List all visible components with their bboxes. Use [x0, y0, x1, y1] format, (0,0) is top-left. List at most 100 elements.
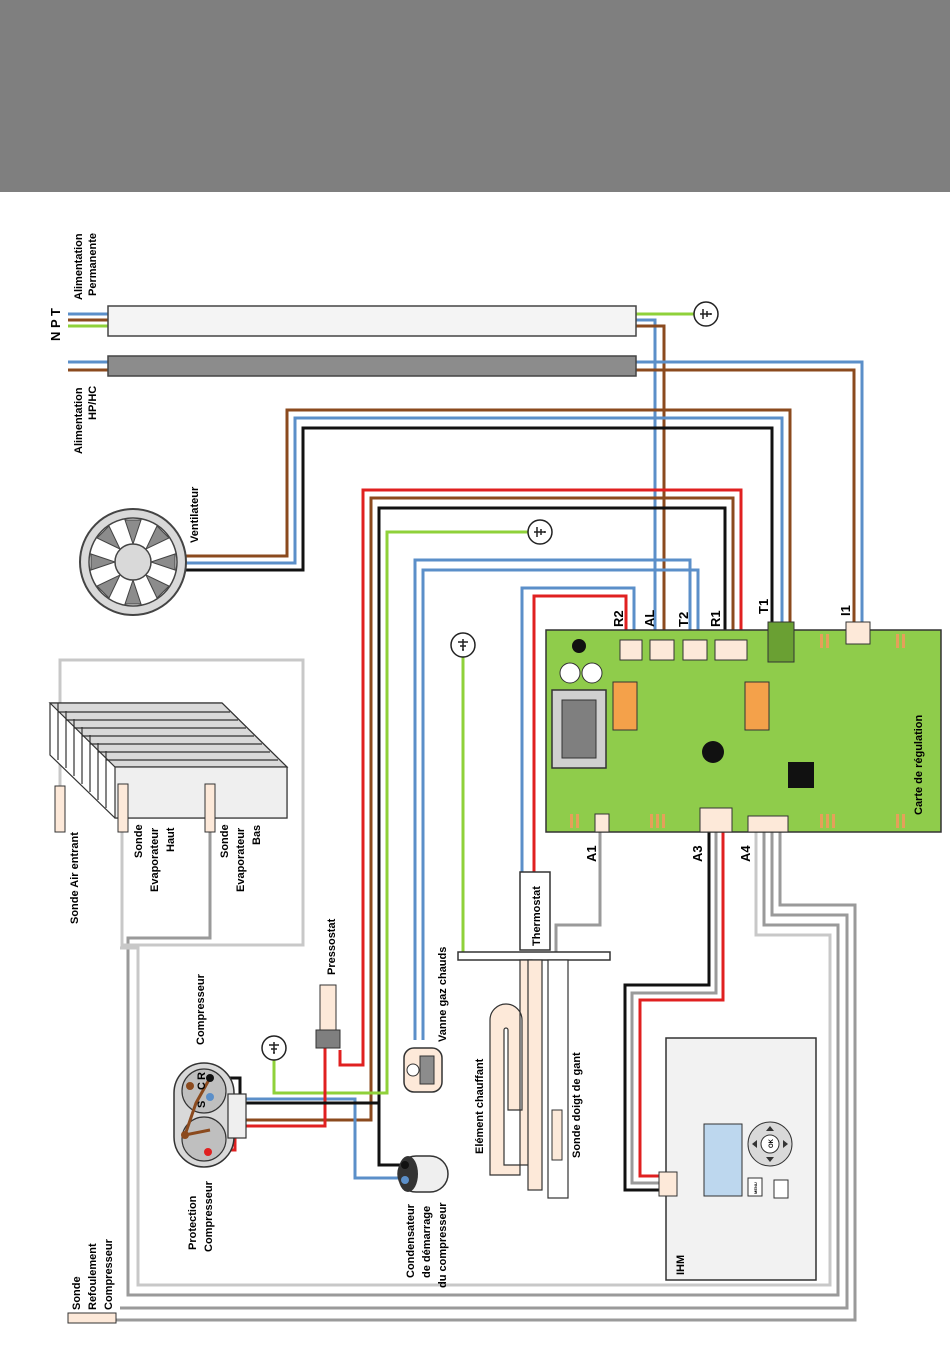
connector-r1: [714, 639, 748, 661]
pressostat-icon: [315, 984, 341, 1049]
thermostat-label: Thermostat: [531, 886, 543, 946]
element-label: Elément chauffant: [474, 1058, 486, 1154]
evap-bot-label-2: Evaporateur: [235, 827, 247, 892]
heating-element-icon: [489, 959, 543, 1191]
connector-r2: [619, 639, 643, 661]
npt-label: N P T: [48, 308, 63, 341]
discharge-label-3: Compresseur: [103, 1238, 115, 1310]
hmi-panel: [658, 1037, 817, 1281]
r1-red-wire: [338, 488, 743, 1067]
hmi-label: IHM: [675, 1255, 687, 1275]
alim-perm-label-2: Permanente: [87, 233, 99, 296]
menu-label: MENU: [753, 1182, 758, 1194]
pressostat-label: Pressostat: [326, 918, 338, 975]
r1-black-wire: [377, 506, 727, 1167]
i1-neutral-wire: [636, 360, 864, 622]
connector-a1: [594, 813, 610, 833]
fan-label: Ventilateur: [189, 486, 201, 543]
capacitor-neutral-wire: [210, 1097, 405, 1180]
evap-bot-label-1: Sonde: [219, 824, 231, 858]
connector-label-r2: R2: [611, 610, 626, 627]
discharge-probe: [67, 1312, 117, 1324]
thermostat-red-wire: [532, 594, 628, 872]
connector-a3: [699, 807, 733, 833]
compressor-label: Compresseur: [195, 973, 207, 1045]
valve-neutral-wire-1: [413, 558, 692, 1040]
evap-top-label-1: Sonde: [133, 824, 145, 858]
board-label: Carte de régulation: [913, 714, 925, 815]
al-neutral-wire: [636, 318, 657, 630]
discharge-label-2: Refoulement: [87, 1243, 99, 1310]
evap-top-label-2: Evaporateur: [149, 827, 161, 892]
alim-hphc-label-2: HP/HC: [87, 386, 99, 420]
protection-label-1: Protection: [187, 1195, 199, 1250]
fan-phase-wire: [182, 408, 792, 622]
a4-grey-wire-3: [126, 818, 840, 1297]
a1-probe-wire: [554, 832, 602, 960]
connector-label-t2: T2: [676, 612, 691, 627]
thermostat-neutral-wire: [520, 586, 636, 872]
evap-top-label-3: Haut: [165, 827, 177, 852]
connector-label-t1: T1: [756, 599, 771, 614]
i1-phase-wire: [636, 368, 856, 622]
connector-a4: [747, 815, 789, 833]
capacitor-label-3: du compresseur: [437, 1202, 449, 1288]
a3-grey-wire: [630, 822, 718, 1185]
fan-neutral-wire: [182, 416, 784, 622]
ground-icon: [693, 301, 719, 327]
connector-i1: [845, 621, 871, 645]
alim-perm-label-1: Alimentation: [73, 233, 85, 300]
a4-grey-wire-2: [120, 832, 849, 1310]
evaporator-top-probe: [117, 783, 129, 833]
capacitor-icon: [397, 1155, 449, 1193]
header-bar: [0, 0, 950, 192]
hot-gas-valve-icon: [403, 1047, 443, 1093]
connector-al: [649, 639, 675, 661]
a4-lightgrey-wire: [120, 832, 832, 1287]
connector-label-a3: A3: [690, 845, 705, 862]
crs-label-c: C: [196, 1082, 208, 1090]
valve-neutral-wire-2: [421, 568, 700, 1040]
fan-icon: [79, 508, 187, 616]
a4-grey-wire-1: [78, 832, 857, 1322]
navigation-pad[interactable]: [747, 1121, 793, 1167]
discharge-label-1: Sonde: [71, 1276, 83, 1310]
connector-t2: [682, 639, 708, 661]
protection-label-2: Compresseur: [203, 1180, 215, 1252]
connector-label-al: AL: [642, 610, 657, 627]
connector-label-r1: R1: [708, 610, 723, 627]
alim-hphc-label-1: Alimentation: [73, 387, 85, 454]
flange-plate: [457, 951, 611, 961]
control-board: [545, 621, 942, 833]
finger-probe: [551, 1109, 563, 1161]
thermostat-box: [519, 871, 551, 951]
menu-button[interactable]: [747, 1177, 763, 1197]
evap-bot-label-3: Bas: [251, 825, 263, 845]
ground-icon: [527, 519, 553, 545]
back-button[interactable]: [773, 1179, 789, 1199]
ground-icon: [450, 632, 476, 658]
finger-probe-label: Sonde doigt de gant: [571, 1052, 583, 1158]
capacitor-label-2: de démarrage: [421, 1206, 433, 1278]
al-phase-wire: [636, 324, 666, 630]
finger-probe-sleeve: [547, 959, 569, 1199]
a3-black-wire: [623, 822, 711, 1192]
evaporator-probe-loop: [58, 658, 305, 947]
connector-label-a4: A4: [738, 845, 753, 862]
ground-icon: [261, 1035, 287, 1061]
a3-red-wire: [638, 822, 725, 1178]
evaporator-icon: [48, 702, 289, 819]
valve-label: Vanne gaz chauds: [437, 947, 449, 1042]
crs-label-r: R: [196, 1072, 208, 1080]
hphc-supply-bar: [107, 355, 637, 377]
compressor-earth-wire: [272, 530, 540, 1095]
connector-label-i1: I1: [838, 605, 853, 616]
connector-label-a1: A1: [584, 845, 599, 862]
crs-label-s: S: [196, 1101, 208, 1108]
ok-label: OK: [769, 1138, 775, 1148]
evaporator-bottom-probe: [204, 783, 216, 833]
connector-t1: [767, 621, 795, 663]
capacitor-label-1: Condensateur: [405, 1203, 417, 1278]
compressor-icon: [173, 1062, 247, 1168]
